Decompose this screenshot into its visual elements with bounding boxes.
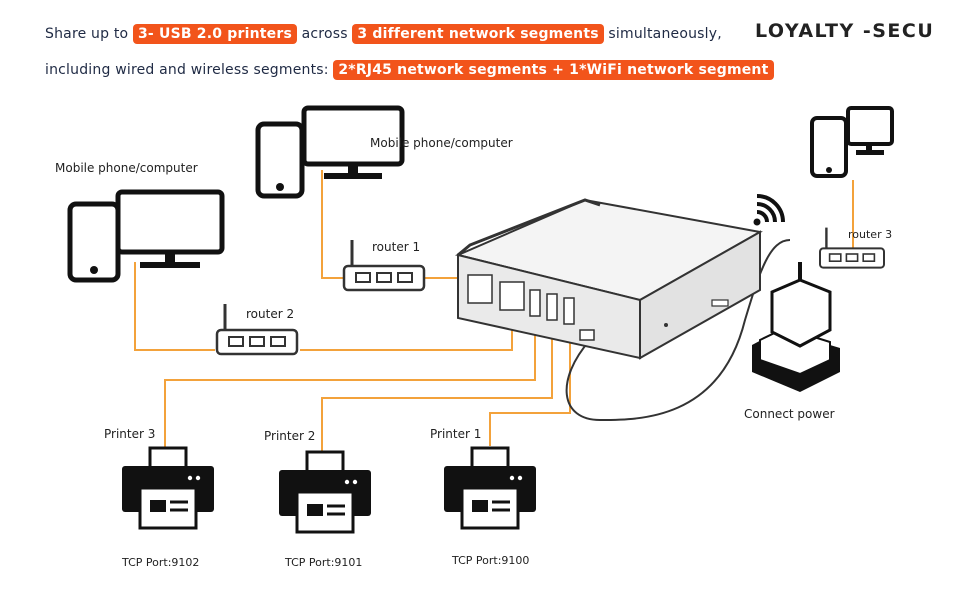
printer-icon [120, 446, 216, 530]
power-cable [565, 239, 791, 422]
printer-3: Printer 3 TCP Port:9102 [104, 427, 216, 569]
monitor-icon [115, 189, 225, 255]
headline-text: Share up to [45, 26, 133, 42]
printer-icon [277, 450, 373, 534]
computer-left [67, 189, 225, 283]
phone-icon [67, 201, 121, 283]
printer-1: Printer 1 TCP Port:9100 [430, 427, 538, 567]
label-router-1: router 1 [372, 240, 420, 254]
label-port-printer-2: TCP Port:9101 [284, 556, 362, 569]
printer-icon [442, 446, 538, 530]
printer-2: Printer 2 TCP Port:9101 [264, 429, 373, 569]
label-router-3: router 3 [848, 228, 892, 241]
power-adapter-icon [752, 262, 840, 392]
monitor-icon [846, 106, 894, 146]
headline-line-2: including wired and wireless segments: 2… [45, 60, 774, 80]
print-server-icon [454, 198, 763, 360]
computer-middle [255, 105, 405, 199]
label-printer-3: Printer 3 [104, 427, 155, 441]
label-computer-left: Mobile phone/computer [55, 161, 198, 175]
highlight-usb-printers: 3- USB 2.0 printers [132, 24, 297, 44]
phone-icon [255, 121, 305, 199]
label-port-printer-3: TCP Port:9102 [121, 556, 199, 569]
highlight-network-segments: 3 different network segments [352, 24, 604, 44]
label-printer-1: Printer 1 [430, 427, 481, 441]
label-connect-power: Connect power [744, 407, 835, 421]
label-router-2: router 2 [246, 307, 294, 321]
wifi-icon [753, 194, 785, 226]
highlight-segment-types: 2*RJ45 network segments + 1*WiFi network… [333, 60, 774, 80]
label-port-printer-1: TCP Port:9100 [451, 554, 529, 567]
headline-text: simultaneously, [603, 26, 722, 42]
headline-line-1: Share up to 3- USB 2.0 printers across 3… [45, 24, 722, 44]
computer-right [810, 106, 894, 178]
label-printer-2: Printer 2 [264, 429, 315, 443]
phone-icon [810, 116, 848, 178]
usb-cables [164, 320, 571, 452]
label-computer-middle: Mobile phone/computer [370, 136, 513, 150]
brand-logo: LOYALTY -SECU [755, 20, 935, 42]
headline-text: including wired and wireless segments: [45, 62, 334, 78]
headline-text: across [296, 26, 353, 42]
